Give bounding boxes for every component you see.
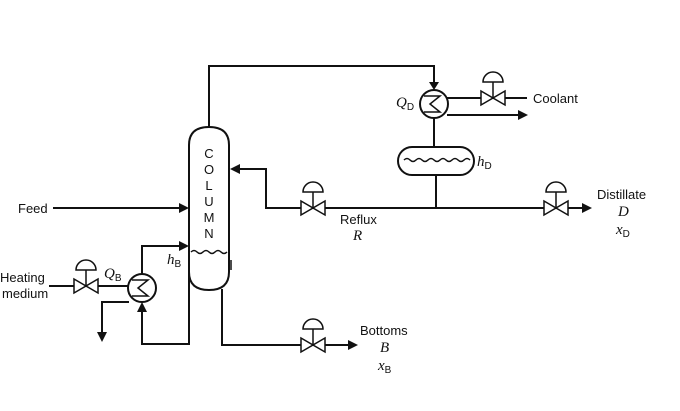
reflux-label: Reflux — [340, 212, 377, 227]
column-letter-c: C — [204, 146, 213, 161]
bottoms-symbol: B — [380, 340, 389, 356]
column-letter-m: M — [204, 210, 215, 225]
heating-valve — [73, 259, 99, 295]
condenser — [419, 89, 449, 119]
feed-label: Feed — [18, 201, 48, 216]
reboiler-vapor-line — [141, 245, 181, 275]
condenser-duty-label: QD — [396, 95, 414, 113]
distillate-symbol: D — [617, 204, 629, 220]
reboiler-duty-label: QB — [104, 266, 122, 284]
heating-medium-return-arrow — [97, 332, 107, 342]
distillate-valve — [543, 181, 569, 217]
reboiler — [127, 273, 157, 303]
reflux-arrow — [230, 164, 240, 174]
reflux-valve — [300, 181, 326, 217]
reflux-line — [239, 168, 437, 209]
coolant-label: Coolant — [533, 91, 578, 106]
reflux-symbol: R — [352, 228, 362, 244]
column-letter-l: L — [205, 178, 212, 193]
reboiler-vapor-arrow — [179, 241, 189, 251]
distillate-arrow — [582, 203, 592, 213]
bottoms-line — [221, 289, 351, 346]
heating-label-line2: medium — [2, 286, 48, 301]
column-letter-n: N — [204, 226, 213, 241]
heating-medium-return-line — [101, 301, 129, 335]
distillation-column — [188, 125, 232, 292]
reflux-drum — [397, 146, 475, 176]
bottoms-label: Bottoms — [360, 323, 408, 338]
column-liquid-level — [190, 249, 228, 255]
feed-arrow — [179, 203, 189, 213]
bottoms-valve — [300, 318, 326, 354]
distillate-composition-label: xD — [615, 222, 630, 240]
drum-level-label: hD — [477, 154, 492, 172]
overhead-vapor-arrow — [429, 82, 439, 90]
coolant-valve — [480, 71, 506, 107]
reboiler-feed-line — [141, 267, 190, 345]
reboiler-feed-arrow — [137, 302, 147, 312]
overhead-vapor-line — [208, 65, 435, 128]
coolant-return-arrow — [518, 110, 528, 120]
distillate-label: Distillate — [597, 187, 646, 202]
bottoms-arrow — [348, 340, 358, 350]
column-level-label: hB — [167, 252, 182, 270]
drum-liquid-level — [403, 157, 471, 163]
heating-label-line1: Heating — [0, 270, 45, 285]
column-letter-u: U — [204, 194, 213, 209]
column-letter-o: O — [204, 162, 214, 177]
bottoms-composition-label: xB — [377, 358, 392, 376]
